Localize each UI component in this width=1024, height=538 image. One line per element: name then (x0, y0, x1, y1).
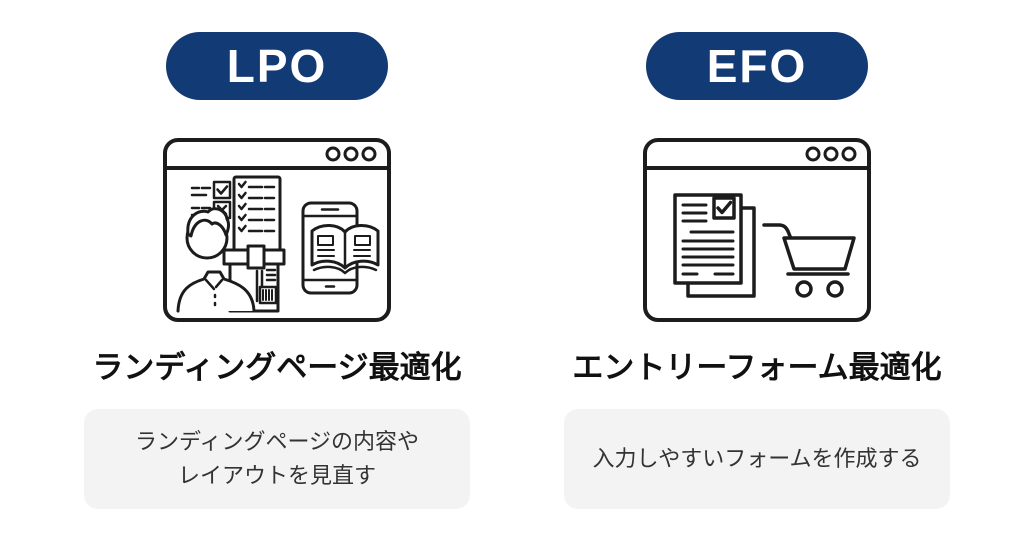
column-lpo: LPO (69, 0, 485, 509)
efo-badge: EFO (646, 32, 868, 100)
lpo-description-box: ランディングページの内容や レイアウトを見直す (84, 409, 470, 509)
column-efo: EFO (549, 0, 965, 509)
shopping-cart-icon (762, 223, 856, 298)
lpo-description-line: レイアウトを見直す (177, 463, 376, 488)
lpo-badge: LPO (166, 32, 388, 100)
lpo-illustration (163, 138, 391, 322)
form-document-icon (673, 193, 756, 298)
lpo-heading: ランディングページ最適化 (92, 350, 462, 385)
efo-illustration (643, 138, 871, 322)
efo-description-box: 入力しやすいフォームを作成する (564, 409, 950, 509)
smartphone-book-icon (301, 201, 380, 295)
person-icon (176, 207, 256, 313)
lpo-description-line: ランディングページの内容や (134, 429, 420, 454)
efo-heading: エントリーフォーム最適化 (572, 350, 942, 385)
document-printer-icon (222, 175, 286, 313)
efo-description-line: 入力しやすいフォームを作成する (592, 446, 922, 471)
